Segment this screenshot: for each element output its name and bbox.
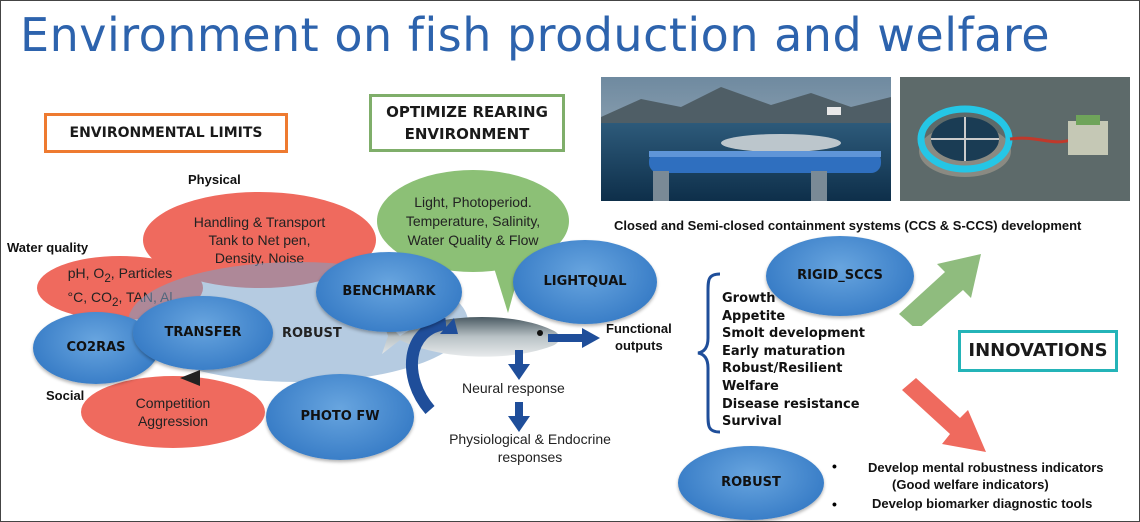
project-lightqual-oval: LIGHTQUAL xyxy=(513,240,657,324)
co2-subscript: 2 xyxy=(112,295,119,309)
project-transfer-oval: TRANSFER xyxy=(133,296,273,370)
list-item: Survival xyxy=(722,414,782,430)
sea-cage-photo xyxy=(601,77,891,201)
neural-response-text: Neural response xyxy=(462,380,565,396)
robust-label: ROBUST xyxy=(721,475,781,490)
ccs-caption: Closed and Semi-closed containment syste… xyxy=(614,218,1082,233)
social-label: Social xyxy=(46,388,85,403)
bullet-1-line-2: (Good welfare indicators) xyxy=(892,477,1049,492)
bullet-2-text: Develop biomarker diagnostic tools xyxy=(872,496,1093,511)
robust-overlay-label: ROBUST xyxy=(282,326,342,341)
benchmark-label: BENCHMARK xyxy=(342,284,436,299)
bubble-line-1: Light, Photoperiod. xyxy=(414,193,532,210)
ph-text-b: , Particles xyxy=(110,265,173,282)
ph-text-c: °C, CO xyxy=(67,289,113,305)
list-item: Robust/Resilient xyxy=(722,361,843,377)
list-item: Growth xyxy=(722,291,776,306)
project-benchmark-oval: BENCHMARK xyxy=(316,252,462,332)
bullet-1-line-1: Develop mental robustness indicators xyxy=(868,460,1104,475)
handling-line-1: Handling & Transport xyxy=(193,214,326,230)
lightqual-label: LIGHTQUAL xyxy=(543,274,627,289)
list-item: Welfare xyxy=(722,378,779,394)
red-arrow-down xyxy=(902,378,986,452)
photo-fw-label: PHOTO FW xyxy=(300,409,380,424)
functional-outputs-label: Functional outputs xyxy=(606,320,672,354)
functional-outputs-list: Growth Appetite Smolt development Early … xyxy=(722,290,865,431)
curly-brace-icon xyxy=(697,272,721,434)
physio-line-2: responses xyxy=(497,449,563,465)
list-item: Appetite xyxy=(722,308,786,324)
arrow-down-physio xyxy=(508,402,530,432)
small-arrow-icon xyxy=(180,370,200,386)
o2-subscript: 2 xyxy=(104,272,111,285)
green-arrow-up xyxy=(899,254,981,326)
functional-line-2: outputs xyxy=(615,338,663,353)
bubble-line-2: Temperature, Salinity, xyxy=(405,212,541,229)
circular-arrow-icon xyxy=(405,318,458,414)
bullet-1: • xyxy=(832,458,837,474)
water-params-line-1: pH, O2, Particles xyxy=(68,264,173,288)
project-robust-oval: ROBUST xyxy=(678,446,824,520)
competition-line-2: Aggression xyxy=(137,413,209,429)
arrow-right-functional xyxy=(548,328,600,348)
handling-line-2: Tank to Net pen, xyxy=(208,232,311,248)
innovations-box: INNOVATIONS xyxy=(958,330,1118,372)
ccs-render-photo xyxy=(900,77,1130,201)
physical-label: Physical xyxy=(188,172,241,187)
list-item: Early maturation xyxy=(722,343,846,359)
ph-text-a: pH, O xyxy=(67,265,105,282)
functional-line-1: Functional xyxy=(606,321,672,336)
competition-oval: Competition Aggression xyxy=(81,376,265,448)
co2ras-label: CO2RAS xyxy=(66,340,126,355)
physio-line-1: Physiological & Endocrine xyxy=(449,431,611,447)
list-item: Smolt development xyxy=(722,326,865,342)
optimize-rearing-box: OPTIMIZE REARING ENVIRONMENT xyxy=(369,94,565,152)
bubble-line-3: Water Quality & Flow xyxy=(407,231,539,248)
arrow-down-neural xyxy=(508,350,530,380)
optimize-line-1: OPTIMIZE REARING xyxy=(386,103,548,121)
bullet-2: • xyxy=(832,496,837,512)
project-rigid-sccs-oval: RIGID_SCCS xyxy=(766,236,914,316)
list-item: Disease resistance xyxy=(722,396,860,412)
slide-title: Environment on fish production and welfa… xyxy=(20,8,1051,62)
rigid-sccs-label: RIGID_SCCS xyxy=(797,268,883,283)
physio-response-text: Physiological & Endocrine responses xyxy=(430,430,630,466)
water-quality-label: Water quality xyxy=(7,240,89,255)
project-photo-fw-oval: PHOTO FW xyxy=(266,374,414,460)
competition-line-1: Competition xyxy=(135,395,211,411)
transfer-label: TRANSFER xyxy=(164,325,242,340)
optimize-line-2: ENVIRONMENT xyxy=(404,125,530,143)
environmental-limits-box: ENVIRONMENTAL LIMITS xyxy=(44,113,288,153)
